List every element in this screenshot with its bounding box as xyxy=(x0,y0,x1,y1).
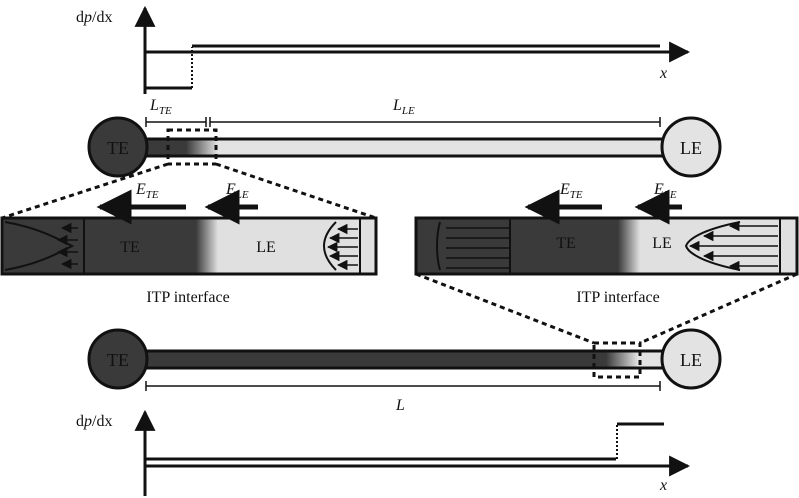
zoom-left-interface xyxy=(196,218,218,274)
zoom-left-te-text: TE xyxy=(120,239,140,256)
zoom-left-small-arrows xyxy=(56,222,78,270)
bottom-pressure-plot: dp/dx x xyxy=(76,409,691,496)
bottom-channel: TE LE L xyxy=(87,328,722,414)
bottom-te-reservoir xyxy=(87,328,149,390)
top-te-reservoir xyxy=(87,116,149,178)
zoom-panel-right: TE LE ETE ELE ITP interface xyxy=(414,181,799,306)
top-dim-lte-label: LTE xyxy=(149,97,172,117)
top-te-label: TE xyxy=(107,138,129,158)
bottom-le-label: LE xyxy=(680,350,702,370)
zoom-right-left-profile xyxy=(436,221,441,271)
top-channel: LTE LLE TE LE xyxy=(87,97,722,178)
bottom-dim-label: L xyxy=(395,397,405,414)
zoom-left-border xyxy=(0,216,378,276)
bottom-le-reservoir xyxy=(660,328,722,390)
top-dim-lle-label: LLE xyxy=(392,97,415,117)
zoom-right-le-text: LE xyxy=(652,235,672,252)
zoom-right-te-text: TE xyxy=(556,235,576,252)
zoom-left-profile-arrows xyxy=(326,223,358,271)
zoom-left-profile-right xyxy=(322,221,337,271)
bottom-zoom-box xyxy=(592,341,642,379)
top-plot-ylabel: dp/dx xyxy=(76,9,112,26)
top-le-label: LE xyxy=(680,138,702,158)
zoom-right-ele-label: ELE xyxy=(653,181,677,201)
zoom-line-right-a xyxy=(415,272,595,345)
zoom-right-interface xyxy=(618,218,640,274)
zoom-left-ele-label: ELE xyxy=(225,181,249,201)
top-zoom-box xyxy=(166,128,218,166)
zoom-line-left-a xyxy=(1,162,169,220)
bottom-plot-xlabel: x xyxy=(659,477,667,494)
zoom-left-te-region xyxy=(2,218,202,274)
bottom-plot-ylabel: dp/dx xyxy=(76,413,112,430)
zoom-right-profile-arrows xyxy=(688,220,778,272)
zoom-left-ete-label: ETE xyxy=(135,181,159,201)
top-plot-xlabel: x xyxy=(659,65,667,82)
zoom-left-caption: ITP interface xyxy=(146,289,229,306)
zoom-line-left-b xyxy=(215,162,377,220)
top-channel-le-fill xyxy=(144,137,668,158)
bottom-channel-le-fill xyxy=(636,352,665,367)
zoom-line-right-b xyxy=(639,272,798,345)
zoom-right-border xyxy=(414,216,799,276)
zoom-panel-left: TE LE ETE ELE ITP interface xyxy=(0,181,378,306)
bottom-channel-fill xyxy=(144,349,668,370)
bottom-channel-interface xyxy=(606,352,638,367)
bottom-te-label: TE xyxy=(107,350,129,370)
zoom-right-plug-lines xyxy=(446,227,510,269)
zoom-right-te-region xyxy=(416,218,622,274)
top-channel-interface xyxy=(186,140,218,155)
zoom-right-ete-label: ETE xyxy=(559,181,583,201)
top-le-reservoir xyxy=(660,116,722,178)
top-pressure-plot: dp/dx x xyxy=(76,5,691,94)
zoom-left-le-text: LE xyxy=(256,239,276,256)
zoom-right-parabola xyxy=(684,221,741,271)
zoom-right-caption: ITP interface xyxy=(576,289,659,306)
zoom-left-profile xyxy=(4,221,75,271)
